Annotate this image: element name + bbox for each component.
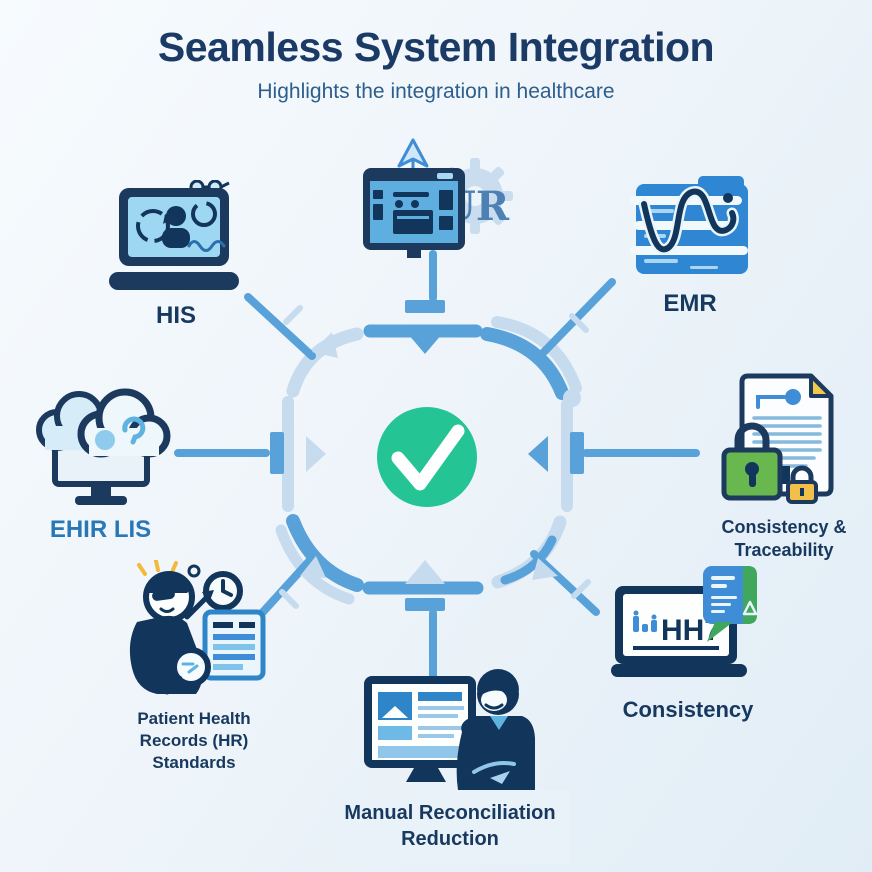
node-label-consistency: Consistency bbox=[622, 697, 754, 722]
node-emr: EMR bbox=[610, 176, 770, 319]
operator-icon bbox=[456, 669, 535, 790]
hub-connector-ticks bbox=[279, 305, 591, 609]
node-manual-reconciliation: Manual Reconciliation Reduction bbox=[316, 668, 584, 864]
page-subtitle: Highlights the integration in healthcare bbox=[257, 80, 615, 103]
node-label-ehir-lis: EHIR LIS bbox=[49, 516, 152, 543]
node-label-patient-health-records: Patient Health Records (HR) Standards bbox=[137, 709, 251, 773]
folder-waveform-icon bbox=[630, 176, 748, 274]
waveform-icon bbox=[638, 186, 739, 255]
webpage-monitor-icon bbox=[364, 676, 476, 782]
dashboard-monitor-icon bbox=[362, 168, 465, 258]
header: Seamless System Integration Highlights t… bbox=[0, 24, 872, 104]
monitor-operator-icon bbox=[364, 669, 535, 790]
hub-tabs-arrows bbox=[270, 300, 584, 611]
page-title: Seamless System Integration bbox=[157, 24, 715, 70]
node-ehir-lis: EHIR LIS bbox=[18, 376, 183, 545]
node-label-consistency-traceability: Consistency & Traceability bbox=[721, 517, 847, 561]
cloud-monitor-icon bbox=[35, 388, 170, 505]
node-label-manual-reconciliation: Manual Reconciliation Reduction bbox=[344, 802, 556, 850]
monitor-gear-icon: UR bbox=[362, 138, 513, 258]
green-padlock-icon bbox=[721, 422, 783, 501]
node-patient-health-records: Patient Health Records (HR) Standards bbox=[104, 560, 284, 774]
node-label-emr: EMR bbox=[663, 290, 717, 317]
check-circle-icon bbox=[377, 407, 477, 507]
node-consistency: HH7 Consistency bbox=[604, 566, 772, 725]
clinician-icon bbox=[129, 571, 203, 694]
bottom-label-band: Manual Reconciliation Reduction bbox=[330, 790, 570, 864]
magnifier-icon bbox=[163, 647, 211, 695]
record-sheet-icon bbox=[202, 609, 265, 681]
spark-icon bbox=[136, 560, 178, 576]
laptop-hl7-icon: HH7 bbox=[610, 566, 757, 677]
node-his: HIS bbox=[96, 180, 256, 331]
speech-bubble-icon bbox=[702, 566, 757, 642]
clinician-records-icon bbox=[129, 560, 265, 695]
node-integration-ui: UR bbox=[346, 134, 516, 258]
patient-avatar-icon bbox=[161, 206, 190, 248]
document-padlock-icon bbox=[721, 373, 834, 504]
laptop-patient-data-icon bbox=[108, 180, 239, 290]
yellow-padlock-icon bbox=[786, 465, 818, 504]
node-consistency-traceability: Consistency & Traceability bbox=[700, 370, 868, 563]
node-label-his: HIS bbox=[155, 302, 196, 329]
clock-icon bbox=[202, 571, 243, 611]
hl7-glyph-icon bbox=[632, 610, 657, 632]
